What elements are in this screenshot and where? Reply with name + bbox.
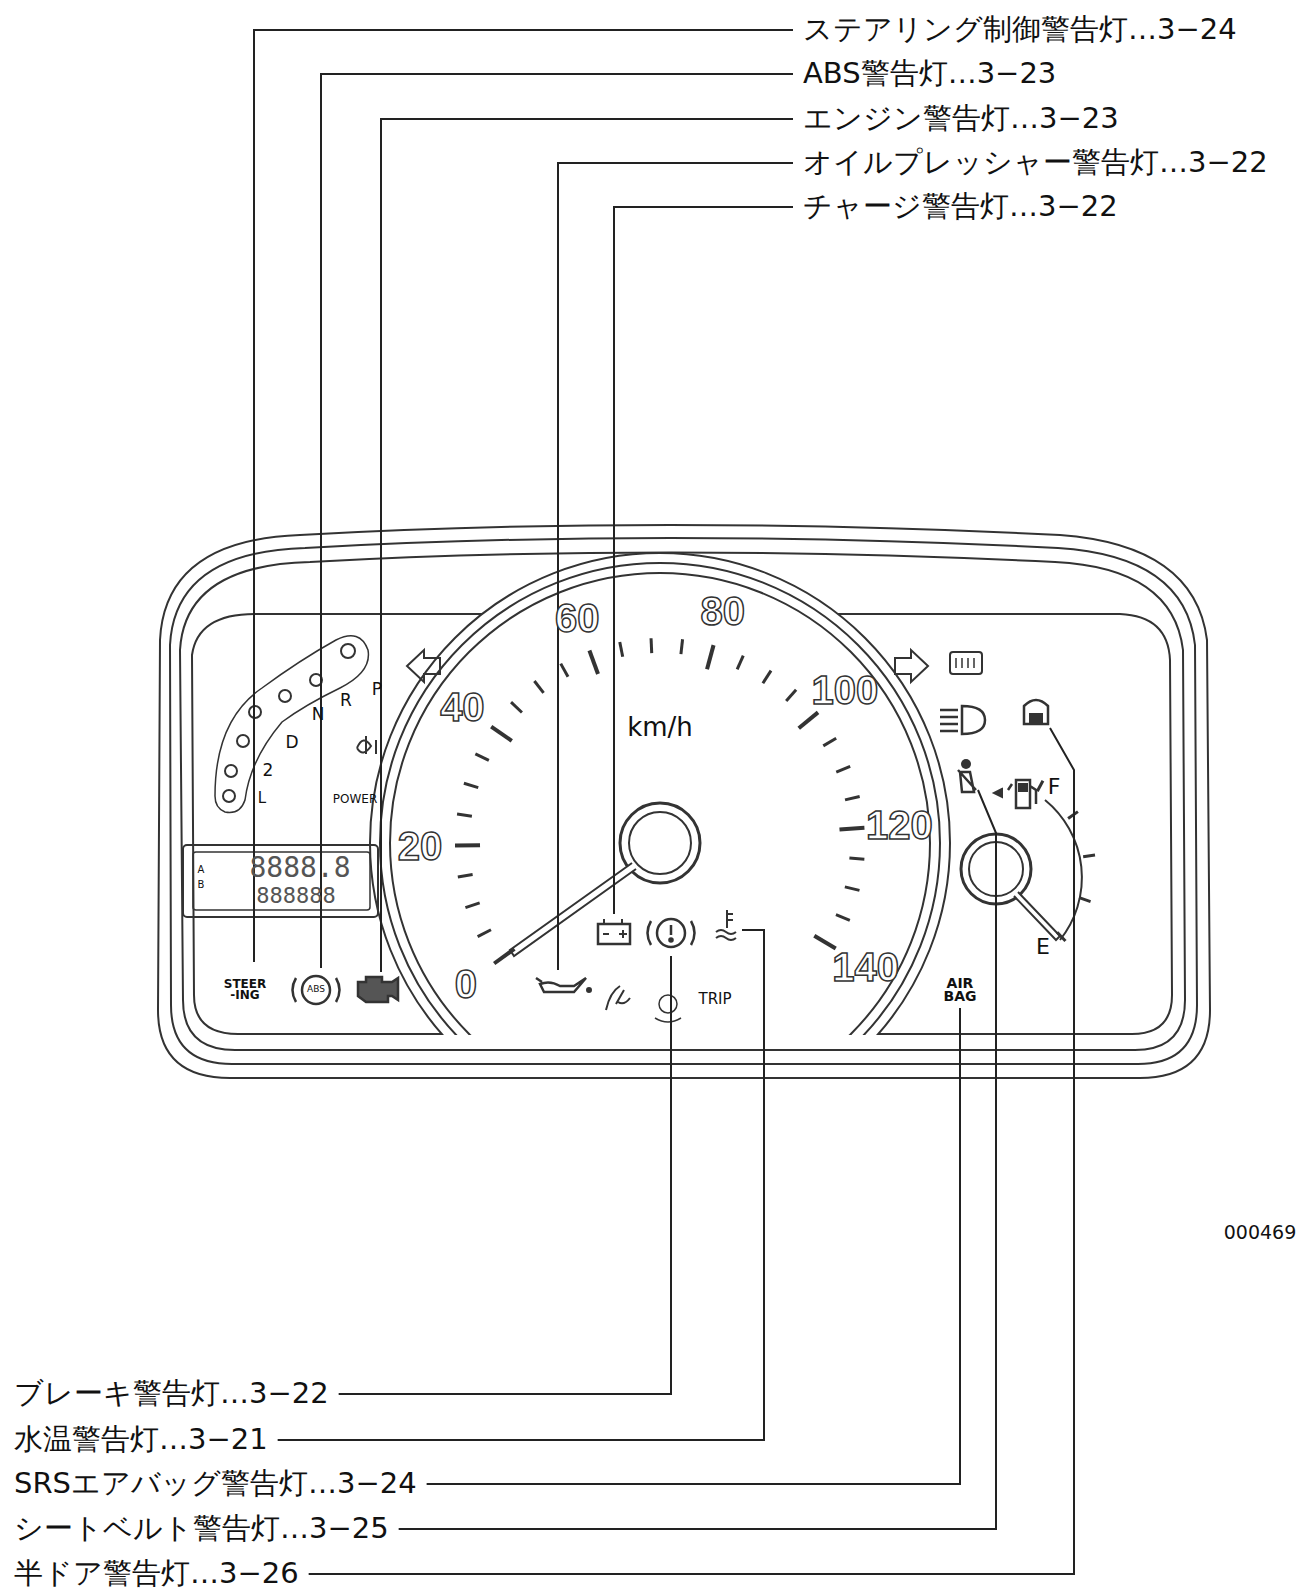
speed-tick: [491, 727, 512, 741]
warning-text: AIR BAG: [940, 977, 980, 1004]
speed-tick: [763, 671, 771, 684]
speed-number: 100: [812, 668, 879, 712]
odometer-digits: 8888.8: [249, 853, 350, 884]
speed-tick: [737, 656, 743, 670]
speed-tick: [458, 874, 473, 876]
callout-label: ABS警告灯…3−23: [803, 58, 1056, 90]
gear-letter: P: [372, 680, 382, 699]
speed-number: 20: [398, 824, 443, 868]
callout-label: チャージ警告灯…3−22: [803, 191, 1118, 223]
speed-tick: [620, 642, 623, 657]
leader-line: [278, 930, 764, 1440]
callout-label: SRSエアバッグ警告灯…3−24: [14, 1468, 417, 1500]
speed-tick: [511, 702, 522, 712]
speed-tick: [836, 915, 850, 921]
speed-tick: [465, 903, 479, 908]
callout-label: オイルプレッシャー警告灯…3−22: [803, 147, 1268, 179]
fuel-letter: E: [1036, 935, 1050, 959]
callout-label: ステアリング制御警告灯…3−24: [803, 14, 1237, 46]
leader-line: [399, 790, 996, 1529]
speed-tick: [823, 738, 836, 746]
speed-tick: [849, 858, 864, 859]
fuel-letter: F: [1048, 775, 1061, 799]
speed-tick: [455, 843, 480, 847]
speed-tick: [478, 930, 491, 937]
leader-line: [427, 1008, 960, 1484]
callout-label: シートベルト警告灯…3−25: [14, 1513, 389, 1545]
leader-line: [614, 207, 793, 914]
warning-text: STEER -ING: [222, 979, 268, 1002]
speed-number: 140: [832, 945, 899, 989]
fuel-tick: [1057, 932, 1065, 941]
gear-letter: D: [285, 733, 298, 752]
callout-label: ブレーキ警告灯…3−22: [14, 1378, 329, 1410]
fuel-tick: [1037, 781, 1043, 792]
speed-tick: [836, 766, 850, 772]
mode-label: POWER: [333, 793, 377, 806]
speed-tick: [707, 645, 714, 669]
leader-line: [339, 956, 671, 1394]
fuel-tick: [1079, 898, 1090, 902]
speed-number: 120: [866, 803, 933, 847]
speed-tick: [839, 828, 864, 830]
speed-tick: [786, 690, 796, 701]
speed-tick: [561, 664, 568, 677]
trip-button-label: TRIP: [698, 991, 731, 1008]
leader-line: [254, 30, 793, 962]
fuel-tick: [1083, 855, 1095, 857]
callout-label: 水温警告灯…3−21: [14, 1424, 268, 1456]
speed-tick: [845, 797, 860, 800]
trip-letter: A: [198, 864, 205, 875]
speed-number: 0: [455, 962, 477, 1006]
speed-number: 40: [440, 685, 485, 729]
speed-tick: [589, 651, 598, 674]
callout-label: エンジン警告灯…3−23: [803, 103, 1119, 135]
speed-tick: [681, 639, 683, 654]
unit-label: km/h: [627, 713, 693, 742]
leader-line: [558, 163, 793, 970]
gear-letter: 2: [263, 761, 274, 780]
speed-tick: [494, 949, 514, 964]
callout-label: 半ドア警告灯…3−26: [14, 1558, 299, 1590]
speed-tick: [534, 681, 543, 693]
gear-letter: L: [258, 790, 266, 807]
gear-letter: R: [340, 691, 352, 710]
warning-text: ABS: [307, 985, 325, 995]
trip-letter: B: [198, 879, 205, 890]
speed-tick: [845, 887, 860, 890]
gear-letter: N: [312, 705, 325, 724]
speed-tick: [464, 783, 478, 787]
speed-tick: [799, 712, 818, 728]
speed-tick: [650, 638, 654, 653]
figure-number: 000469: [1224, 1222, 1297, 1243]
leader-line: [309, 728, 1074, 1574]
speed-number: 60: [555, 596, 600, 640]
speed-tick: [457, 814, 472, 816]
speed-tick: [475, 754, 489, 761]
odometer-digits: 888888: [256, 884, 335, 908]
speed-number: 80: [700, 589, 745, 633]
leader-line: [381, 119, 793, 972]
